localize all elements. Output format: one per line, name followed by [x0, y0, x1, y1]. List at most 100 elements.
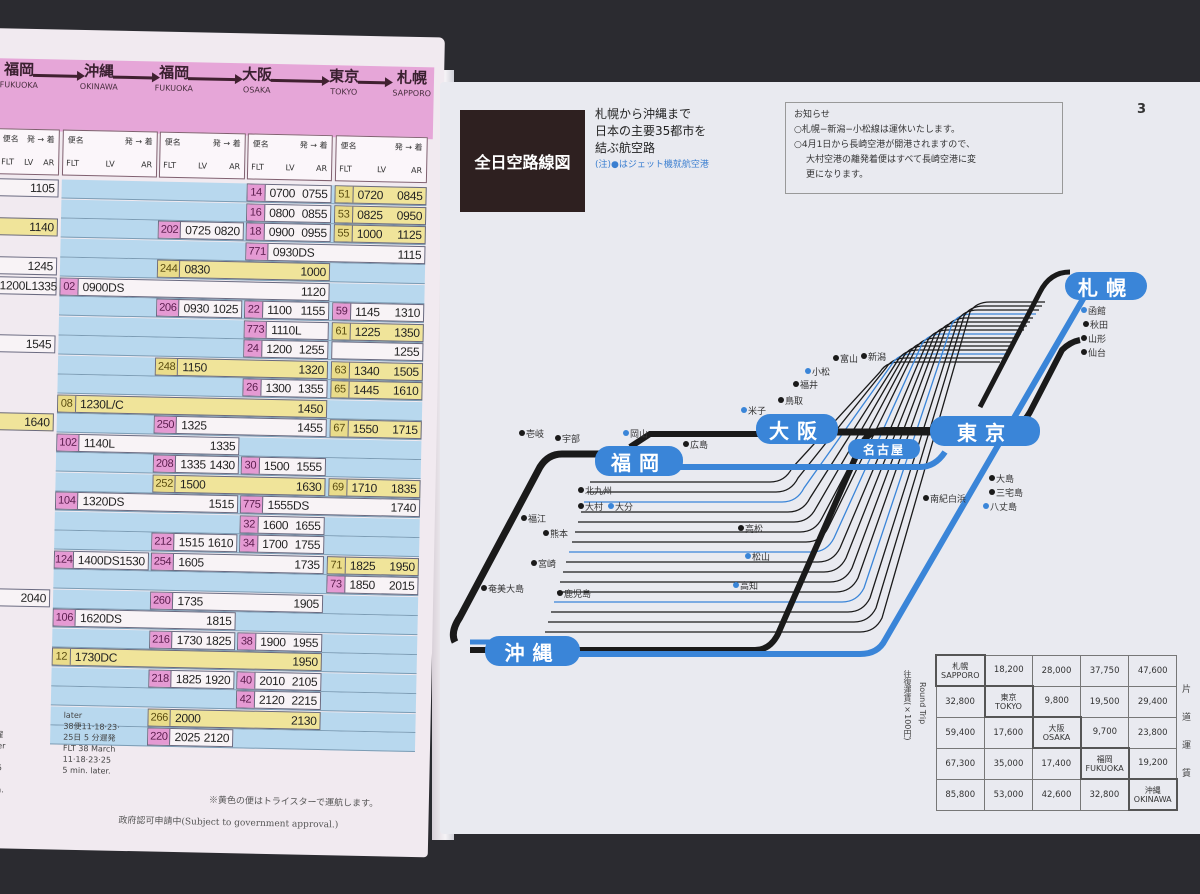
flight-number: 775 — [240, 496, 264, 513]
city-label[interactable]: 新潟 — [868, 353, 887, 363]
city-label[interactable]: 福井 — [800, 381, 819, 391]
airport-dot-icon — [557, 590, 563, 596]
city-fukuoka[interactable]: 福岡 — [595, 446, 683, 476]
flight-entry[interactable]: 1545 — [0, 334, 56, 354]
flight-entry[interactable]: 2040 — [0, 587, 51, 607]
city-label[interactable]: 仙台 — [1088, 349, 1107, 359]
city-label[interactable]: 山形 — [1088, 335, 1107, 345]
flight-number: 212 — [152, 533, 175, 550]
flight-entry[interactable]: 1640 — [0, 412, 54, 432]
city-tokyo[interactable]: 東京 — [930, 416, 1040, 446]
city-label[interactable]: 広島 — [690, 441, 709, 451]
departure-time: 1850 — [349, 577, 376, 593]
city-label[interactable]: 函館 — [1088, 307, 1107, 317]
city-label[interactable]: 壱岐 — [526, 430, 545, 440]
city-label[interactable]: 大分 — [615, 503, 634, 513]
city-sapporo[interactable]: 札幌 — [1065, 272, 1147, 300]
city-okinawa[interactable]: 沖縄 — [485, 636, 580, 666]
city-label[interactable]: 富山 — [840, 355, 859, 365]
city-osaka[interactable]: 大阪 — [756, 414, 838, 444]
flight-number: 220 — [148, 728, 171, 745]
city-label[interactable]: 米子 — [748, 407, 767, 417]
city-label[interactable]: 大島 — [996, 475, 1015, 485]
flight-entry[interactable]: 1255 — [331, 341, 424, 362]
city-label[interactable]: 福江 — [528, 515, 547, 525]
city-label[interactable]: 大村 — [585, 503, 604, 513]
city-label[interactable]: 三宅島 — [996, 489, 1024, 499]
departure-time: 1730DC — [74, 649, 118, 665]
flight-entry[interactable]: 1245 — [0, 256, 58, 276]
city-label[interactable]: 小松 — [812, 368, 831, 378]
city-label[interactable]: 高知 — [740, 582, 759, 592]
city-label[interactable]: 南紀白浜 — [930, 495, 967, 505]
city-label[interactable]: 岡山 — [630, 430, 649, 440]
airport-dot-icon — [608, 503, 614, 509]
city-label[interactable]: 北九州 — [585, 487, 613, 497]
city-label[interactable]: 秋田 — [1090, 321, 1109, 331]
fare-side-label: 往復運賃(×100円) — [903, 670, 912, 741]
city-label[interactable]: 宇部 — [562, 435, 581, 445]
city-nagoya[interactable]: 名古屋 — [848, 439, 920, 459]
city-label[interactable]: 奄美大島 — [488, 585, 525, 595]
city-label[interactable]: 八丈島 — [990, 503, 1018, 513]
flight-entry[interactable]: 1140 — [0, 217, 59, 237]
city-label[interactable]: 高松 — [745, 525, 764, 535]
airport-dot-icon — [1081, 307, 1087, 313]
city-label[interactable]: 鹿児島 — [564, 590, 592, 600]
flight-entry[interactable]: 1105 — [0, 178, 59, 198]
city-label[interactable]: 松山 — [752, 553, 771, 563]
city-label[interactable]: 宮崎 — [538, 560, 557, 570]
city-label[interactable]: 鳥取 — [785, 397, 804, 407]
city-label[interactable]: 熊本 — [550, 530, 569, 540]
fare-value: 37,750 — [1079, 654, 1130, 687]
arrival-time: 1955 — [292, 634, 319, 650]
